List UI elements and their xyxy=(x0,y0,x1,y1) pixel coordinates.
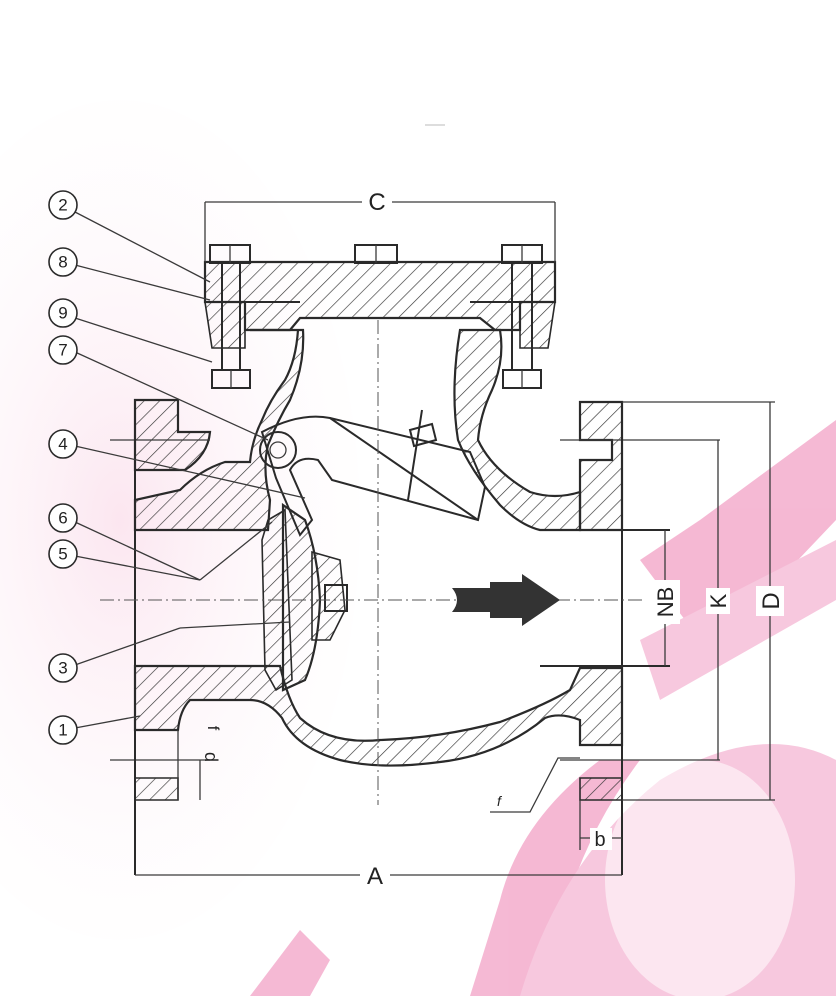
svg-text:1: 1 xyxy=(58,721,67,740)
dim-raised-face-label: f xyxy=(204,726,221,731)
callout-5: 5 xyxy=(48,539,201,581)
watermark-logo xyxy=(250,420,836,996)
callout-1: 1 xyxy=(48,715,141,745)
dim-d-label: D xyxy=(758,592,785,609)
bracket-bolt-head xyxy=(408,422,438,448)
svg-text:2: 2 xyxy=(58,196,67,215)
svg-text:9: 9 xyxy=(58,304,67,323)
callout-4: 4 xyxy=(48,429,306,499)
svg-text:8: 8 xyxy=(58,253,67,272)
dim-raised-face-leader xyxy=(490,757,580,813)
dim-b-label: b xyxy=(594,829,605,851)
callout-2: 2 xyxy=(48,190,211,283)
svg-text:4: 4 xyxy=(58,435,67,454)
svg-text:6: 6 xyxy=(58,509,67,528)
body-right-upper-wall xyxy=(453,328,582,532)
flow-direction-arrow xyxy=(452,574,560,626)
svg-text:3: 3 xyxy=(58,659,67,678)
callout-3: 3 xyxy=(48,621,291,683)
bonnet-right-lip xyxy=(519,301,556,349)
inlet-flange-bottom xyxy=(134,777,179,801)
dim-bolt-hole-label: d xyxy=(201,752,221,762)
hinge-pin-center xyxy=(269,441,287,459)
body-left-upper-wall xyxy=(133,328,305,532)
dim-nb-label: NB xyxy=(653,587,678,618)
hinge-pin xyxy=(259,431,297,469)
outlet-flange-bottom xyxy=(579,777,623,801)
bonnet-stud-left xyxy=(209,244,251,389)
callout-6: 6 xyxy=(48,503,273,581)
callout-9: 9 xyxy=(48,298,213,363)
bonnet-stud-center xyxy=(354,244,398,264)
disc-nut xyxy=(311,550,346,641)
inlet-flange-top xyxy=(133,398,212,472)
dim-c-label: C xyxy=(368,189,385,216)
callout-8-top: 8 xyxy=(48,247,211,301)
callout-7: 7 xyxy=(48,335,269,441)
bracket-bolt-shank xyxy=(407,409,423,501)
dim-raised-face-label-right: f xyxy=(497,793,503,809)
outlet-flange-top xyxy=(578,400,624,532)
hinge-arm xyxy=(260,415,487,537)
dim-a-label: A xyxy=(367,863,383,890)
body-lower-bowl xyxy=(133,664,624,767)
disc-stud xyxy=(324,584,348,612)
hinge-arm-edge xyxy=(329,417,479,521)
dim-k-label: K xyxy=(706,593,731,608)
svg-text:7: 7 xyxy=(58,341,67,360)
bonnet-stud-right xyxy=(501,244,543,389)
svg-text:5: 5 xyxy=(58,545,67,564)
